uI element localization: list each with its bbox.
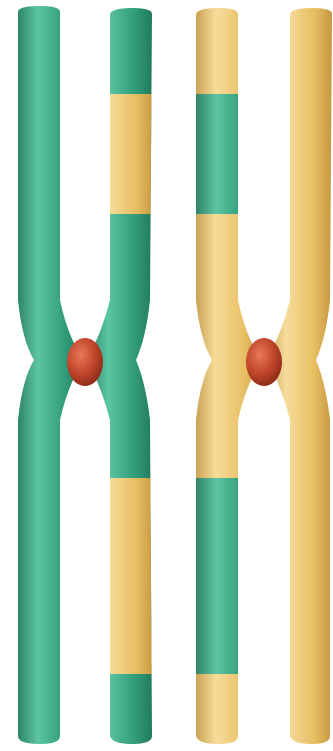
centromere-1	[67, 338, 103, 386]
chromosome-1	[10, 0, 160, 751]
chromatid-1b-band-upper	[80, 94, 160, 214]
chromatid-2a-band-upper	[188, 94, 268, 214]
centromere-2	[246, 338, 282, 386]
chromatid-1b-band-lower	[80, 478, 160, 674]
chromosome-2	[188, 0, 333, 751]
chromatid-2a-band-lower	[188, 478, 268, 674]
